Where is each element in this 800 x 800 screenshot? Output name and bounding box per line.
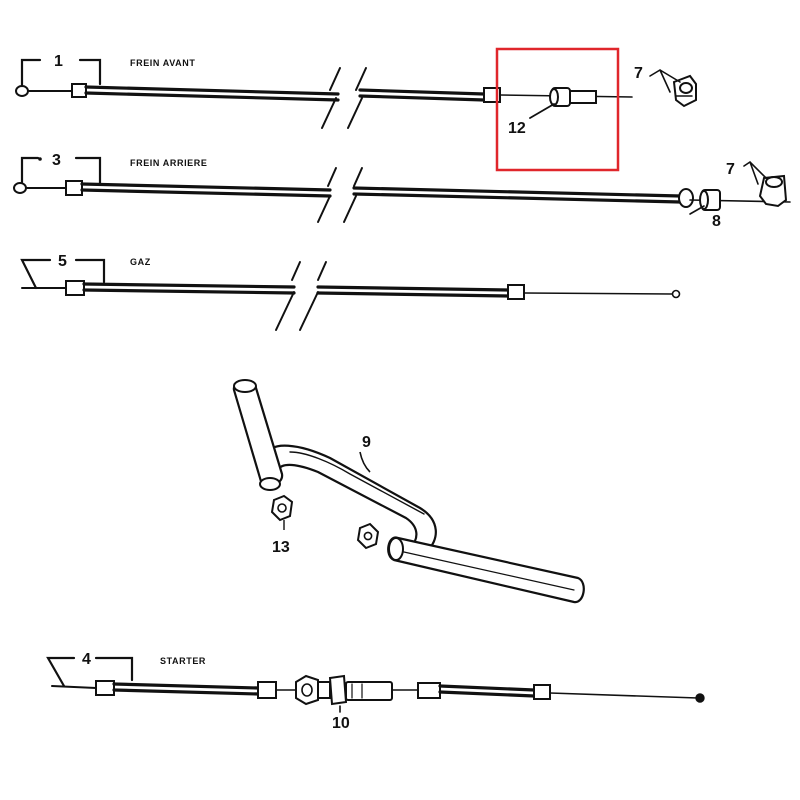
leader-line — [359, 451, 371, 473]
handlebar-part — [232, 379, 585, 604]
ref-5-label: 5 — [58, 253, 67, 270]
ref-bracket — [20, 156, 102, 186]
cable-sleeve — [533, 684, 551, 700]
break-mark — [347, 67, 367, 129]
ref-12-label: 12 — [508, 120, 526, 137]
cable-sleeve — [95, 680, 115, 696]
cable-end-ball — [671, 289, 681, 299]
starter-caption: STARTER — [160, 656, 206, 666]
cable-end-ball — [695, 693, 705, 703]
cable-frein-arriere — [13, 156, 791, 223]
ref-8-label: 8 — [712, 213, 721, 230]
break-mark — [275, 261, 301, 331]
leader-line — [649, 69, 681, 93]
front-nipple-part — [672, 74, 697, 108]
cable-sleeve — [507, 284, 525, 300]
ref-3-label: 3 — [52, 152, 61, 169]
cable-sleeve — [65, 280, 85, 296]
gaz-caption: GAZ — [130, 257, 151, 267]
ref-bracket — [46, 656, 134, 688]
frein-arriere-caption: FREIN ARRIERE — [130, 158, 207, 168]
cable-end-loop — [13, 182, 27, 194]
cable-sleeve — [65, 180, 83, 196]
ref-9-label: 9 — [362, 434, 371, 451]
break-mark — [299, 261, 327, 331]
cable-end-loop — [15, 85, 29, 97]
ref-10-label: 10 — [332, 715, 350, 732]
break-mark — [321, 67, 341, 129]
highlight-box — [495, 47, 620, 172]
cable-frein-avant — [15, 58, 697, 129]
ref-7-top-label: 7 — [634, 65, 643, 82]
break-mark — [343, 167, 363, 223]
starter-adjuster-part — [295, 674, 393, 706]
cable-starter — [46, 656, 705, 713]
ref-bracket — [20, 58, 102, 88]
ref-bracket — [20, 258, 106, 290]
cable-gaz — [20, 258, 681, 331]
ref-7-rear-label: 7 — [726, 161, 735, 178]
rear-adjuster-part — [699, 189, 721, 211]
break-mark — [317, 167, 337, 223]
cable-sleeve — [417, 682, 441, 699]
frein-avant-caption: FREIN AVANT — [130, 58, 195, 68]
ref-13-label: 13 — [272, 539, 290, 556]
ref-4-label: 4 — [82, 651, 91, 668]
leader-line — [689, 205, 705, 215]
cable-sleeve — [71, 83, 87, 98]
ref-1-label: 1 — [54, 53, 63, 70]
handlebar-nut-part — [270, 494, 294, 530]
front-adjuster-part — [549, 87, 597, 107]
leader-line — [743, 160, 767, 185]
cable-sleeve — [257, 681, 277, 699]
leader-line — [529, 103, 555, 119]
rear-nipple-part — [758, 174, 788, 208]
screw-part — [356, 522, 380, 550]
